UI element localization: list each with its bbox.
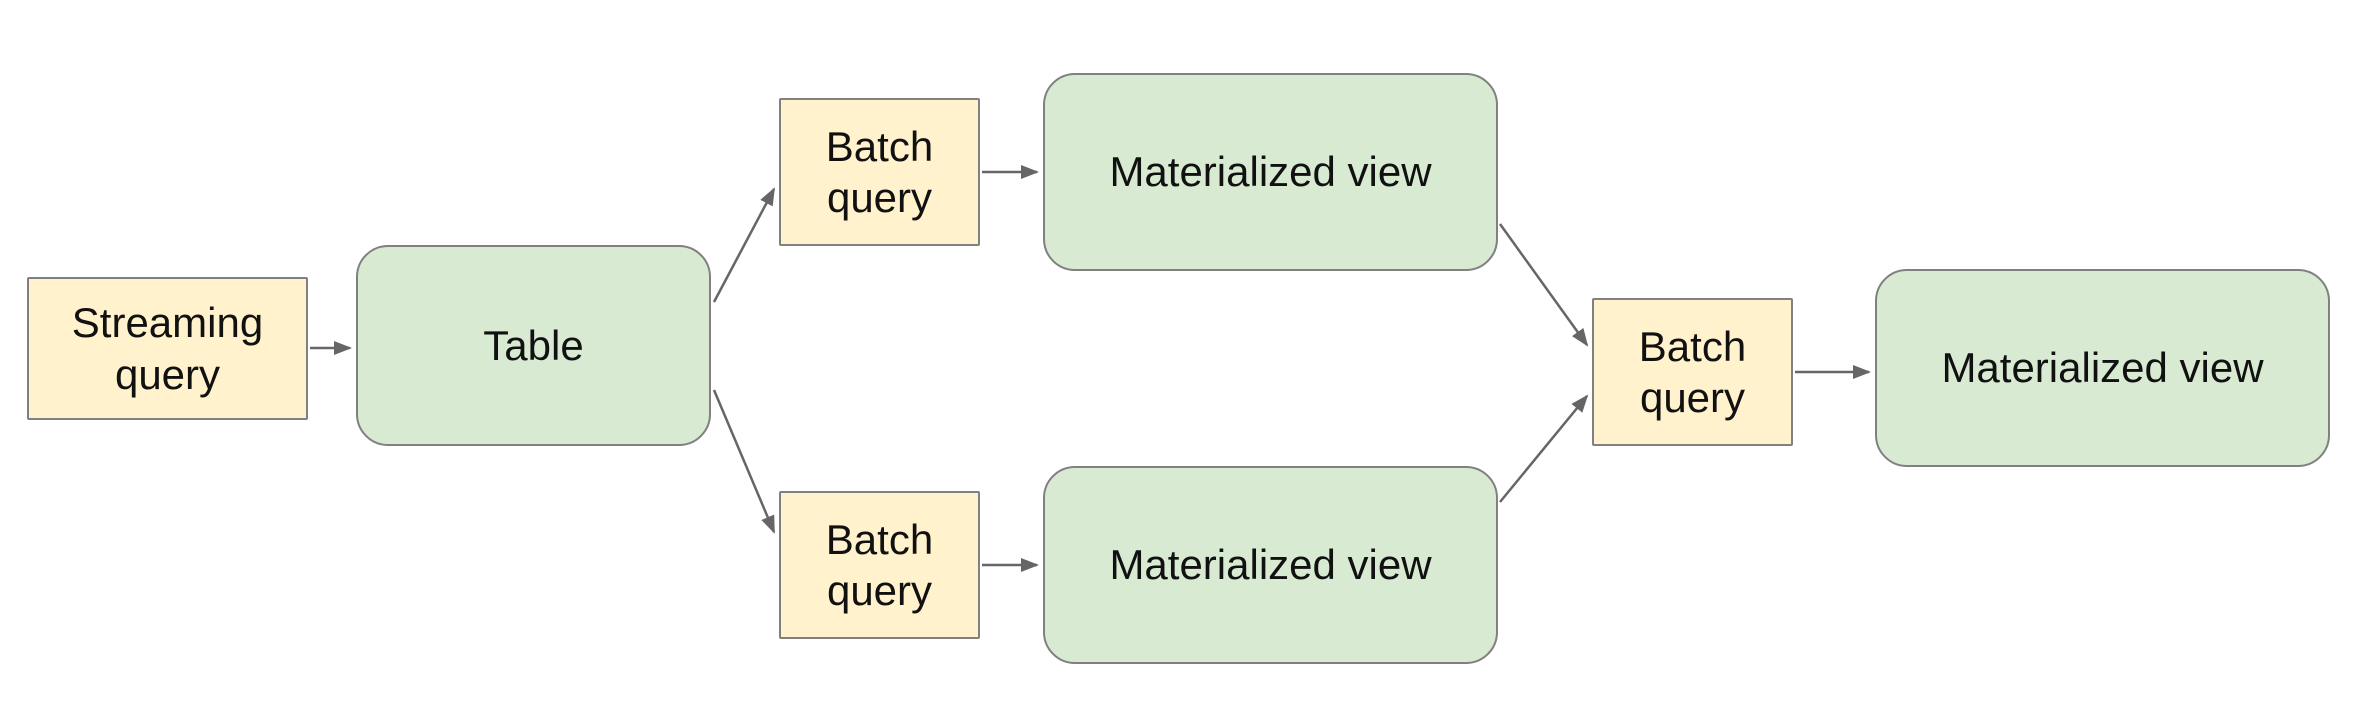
node-streaming-query-label: Streaming query — [71, 299, 264, 398]
edge-table-to-batch-query-bottom-arrow — [712, 389, 776, 534]
node-materialized-view-bottom: Materialized view — [1043, 466, 1498, 664]
node-streaming-query: Streaming query — [27, 277, 308, 420]
edge-materialized-view-top-to-batch-query-right-arrow — [1498, 223, 1589, 347]
node-batch-query-bottom-label: Batch query — [825, 515, 934, 614]
edge-table-to-batch-query-top-arrow — [712, 187, 776, 303]
node-batch-query-top-label: Batch query — [825, 122, 934, 221]
node-batch-query-top: Batch query — [779, 98, 980, 246]
node-materialized-view-top: Materialized view — [1043, 73, 1498, 271]
node-materialized-view-right-label: Materialized view — [1941, 344, 2264, 392]
node-table: Table — [356, 245, 711, 446]
edge-materialized-view-bottom-to-batch-query-right-arrow — [1499, 394, 1589, 503]
node-batch-query-right-label: Batch query — [1638, 322, 1747, 421]
node-materialized-view-top-label: Materialized view — [1109, 148, 1432, 196]
node-materialized-view-bottom-label: Materialized view — [1109, 541, 1432, 589]
node-batch-query-bottom: Batch query — [779, 491, 980, 639]
node-materialized-view-right: Materialized view — [1875, 269, 2330, 467]
node-batch-query-right: Batch query — [1592, 298, 1793, 446]
node-table-label: Table — [483, 321, 584, 369]
